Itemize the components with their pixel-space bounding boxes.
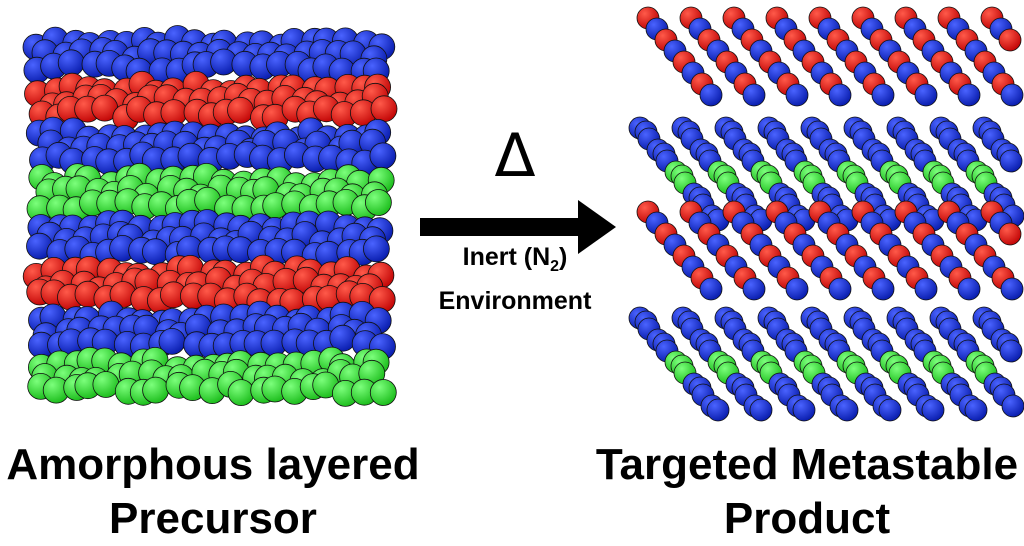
precursor-caption-line-1: Amorphous layered [6, 440, 420, 489]
blue-atom [921, 398, 945, 422]
blue-atom [742, 83, 766, 107]
blue-atom [1000, 277, 1024, 301]
product-caption: Targeted Metastable Product [590, 438, 1024, 546]
blue-atom [706, 398, 730, 422]
green-atom [92, 371, 120, 398]
blue-atom [57, 49, 85, 77]
condition-line-1: Inert (N2) [400, 240, 630, 284]
blue-atom [699, 277, 723, 301]
reaction-arrow [420, 200, 616, 254]
reaction-arrow-head [578, 200, 616, 254]
condition-line-2: Environment [438, 287, 592, 315]
blue-atom [785, 277, 809, 301]
blue-atom [1000, 83, 1024, 107]
amorphous-precursor-structure [22, 25, 398, 407]
blue-atom [785, 83, 809, 107]
red-atom [370, 95, 398, 123]
condition-subscript: 2 [550, 258, 560, 275]
condition-prefix: Inert (N [462, 243, 551, 271]
blue-atom [957, 83, 981, 107]
blue-atom [835, 398, 859, 422]
blue-atom [964, 398, 988, 422]
green-atom [364, 189, 392, 216]
blue-atom [699, 83, 723, 107]
blue-atom [914, 83, 938, 107]
reaction-arrow-shaft [420, 218, 580, 236]
blue-atom [141, 238, 169, 266]
product-caption-line-1: Targeted Metastable [595, 440, 1019, 489]
red-atom [227, 96, 254, 124]
green-atom [142, 376, 170, 404]
blue-atom [999, 339, 1023, 363]
red-atom [998, 28, 1022, 52]
blue-atom [878, 398, 902, 422]
blue-atom [742, 277, 766, 301]
green-atom [369, 379, 397, 406]
heat-delta-symbol: Δ [494, 121, 536, 191]
blue-atom [749, 398, 773, 422]
product-caption-line-2: Product [723, 494, 891, 543]
condition-suffix: ) [559, 243, 568, 271]
blue-atom [957, 277, 981, 301]
crystalline-product-structure [628, 6, 1024, 422]
blue-atom [999, 149, 1023, 173]
red-atom [998, 222, 1022, 246]
blue-atom [828, 83, 852, 107]
reaction-condition-label: Inert (N2) Environment [400, 240, 630, 318]
blue-atom [871, 83, 895, 107]
blue-atom [828, 277, 852, 301]
blue-atom [369, 142, 397, 170]
precursor-caption: Amorphous layered Precursor [0, 438, 426, 546]
green-atom [227, 379, 255, 407]
blue-atom [871, 277, 895, 301]
precursor-caption-line-2: Precursor [109, 494, 317, 543]
blue-atom [362, 235, 390, 263]
blue-atom [1001, 394, 1024, 418]
blue-atom [792, 398, 816, 422]
blue-atom [914, 277, 938, 301]
